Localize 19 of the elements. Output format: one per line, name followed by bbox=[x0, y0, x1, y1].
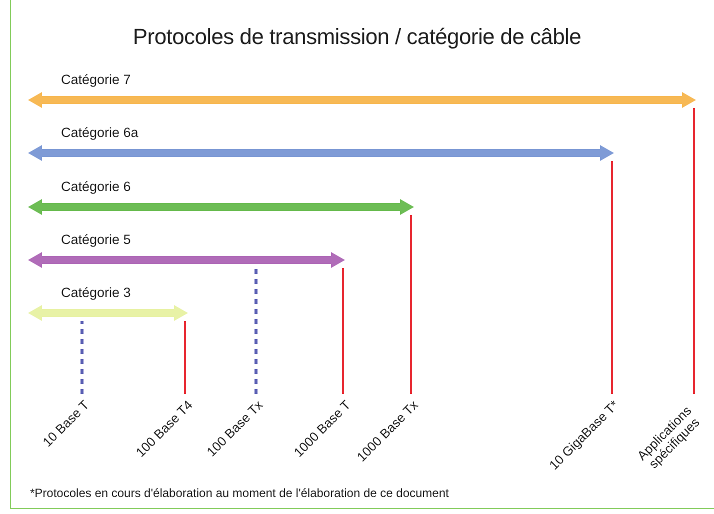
category-label: Catégorie 5 bbox=[61, 232, 131, 247]
category-bar bbox=[28, 232, 345, 268]
category-bar bbox=[28, 285, 188, 321]
connector bbox=[410, 215, 412, 394]
category-label: Catégorie 6a bbox=[61, 125, 138, 140]
dashed-connector bbox=[80, 321, 84, 394]
dashed-connector bbox=[254, 268, 258, 394]
category-label: Catégorie 6 bbox=[61, 179, 131, 194]
category-label: Catégorie 7 bbox=[61, 72, 131, 87]
category-label: Catégorie 3 bbox=[61, 285, 131, 300]
connector bbox=[693, 108, 695, 394]
connector bbox=[184, 321, 186, 394]
category-bar bbox=[28, 72, 696, 108]
category-bar bbox=[28, 125, 614, 161]
connector bbox=[611, 161, 613, 394]
connector bbox=[342, 268, 344, 394]
category-bar bbox=[28, 179, 414, 215]
footnote: *Protocoles en cours d'élaboration au moment de l'élaboration de ce document bbox=[30, 486, 449, 500]
diagram-title: Protocoles de transmission / catégorie de câble bbox=[132, 24, 582, 50]
